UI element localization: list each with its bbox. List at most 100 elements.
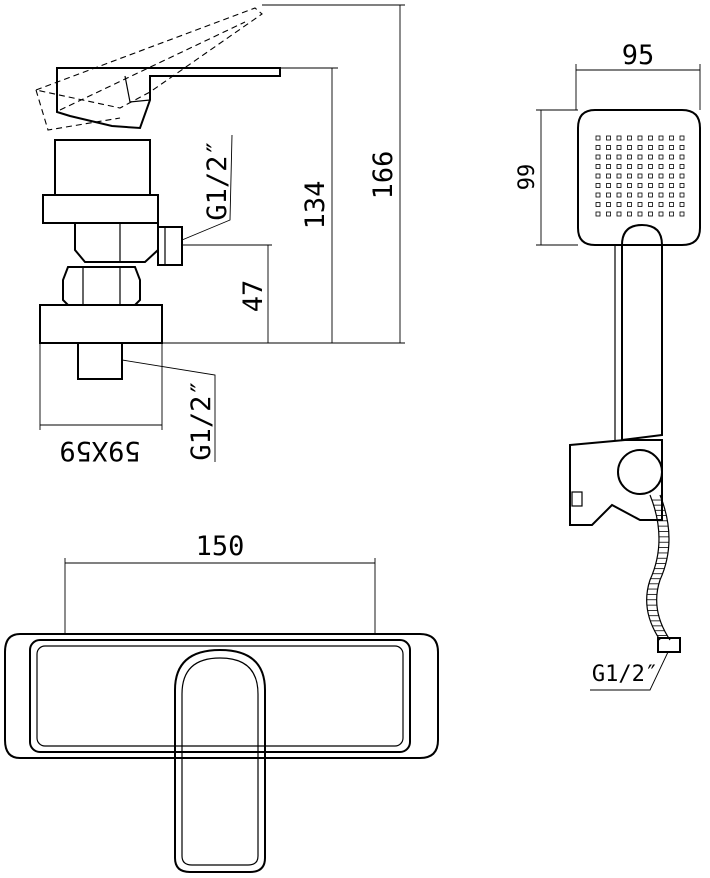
nozzle (595, 164, 601, 169)
nozzle (637, 154, 643, 160)
dim-inlet-height: 47 (238, 280, 269, 313)
nozzle (679, 145, 685, 150)
dim-total-height: 166 (368, 151, 399, 200)
nozzle (648, 145, 653, 150)
nozzle (658, 173, 664, 179)
nozzle (637, 145, 643, 150)
nozzle (616, 164, 622, 169)
dim-spout-height: 134 (300, 181, 331, 230)
front-view: 150 (4, 531, 439, 873)
shower-nozzles (595, 135, 685, 217)
hex-nut (62, 266, 141, 306)
nozzle (658, 202, 664, 207)
mixer-body-front (4, 633, 439, 759)
nozzle (679, 135, 685, 141)
nozzle (637, 164, 643, 169)
shower-handle (614, 223, 663, 442)
nozzle (648, 173, 653, 179)
nozzle (627, 154, 632, 160)
nozzle (637, 183, 643, 188)
dim-escutcheon-size: 59X59 (59, 435, 140, 466)
nozzle (627, 173, 632, 179)
nozzle (606, 164, 611, 169)
nozzle (595, 211, 601, 217)
nozzle (616, 192, 622, 198)
nozzle (648, 183, 653, 188)
nozzle (658, 145, 664, 150)
hose-ribs (646, 499, 669, 636)
dimension-lines (39, 4, 405, 462)
shower-head (577, 109, 701, 246)
nozzle (627, 202, 632, 207)
nozzle (637, 202, 643, 207)
nozzle (669, 183, 674, 188)
dim-head-width: 95 (622, 40, 655, 71)
nozzle (595, 173, 601, 179)
nozzle (595, 135, 601, 141)
nozzle (658, 192, 664, 198)
nozzle (679, 183, 685, 188)
nozzle (669, 145, 674, 150)
nozzle (627, 135, 632, 141)
nozzle (595, 202, 601, 207)
nozzle (658, 154, 664, 160)
nozzle (679, 154, 685, 160)
thread-label-top: G1/2″ (202, 139, 233, 220)
nozzle (606, 183, 611, 188)
nozzle (658, 211, 664, 217)
nozzle (658, 135, 664, 141)
nozzle (637, 135, 643, 141)
nozzle (648, 192, 653, 198)
nozzle (606, 145, 611, 150)
nozzle (616, 154, 622, 160)
nozzle (616, 202, 622, 207)
nozzle (606, 135, 611, 141)
nozzle (669, 202, 674, 207)
nozzle (669, 192, 674, 198)
nozzle (627, 211, 632, 217)
nozzle (595, 154, 601, 160)
nozzle (669, 154, 674, 160)
nozzle (616, 183, 622, 188)
nozzle (648, 211, 653, 217)
nozzle (627, 164, 632, 169)
thread-label-hose: G1/2″ (592, 662, 658, 687)
nozzle (679, 202, 685, 207)
lever-handle (56, 67, 281, 130)
nozzle (637, 211, 643, 217)
nozzle (658, 183, 664, 188)
valve-body (42, 139, 183, 266)
nozzle (606, 202, 611, 207)
nozzle (637, 192, 643, 198)
nozzle (648, 202, 653, 207)
nozzle (595, 183, 601, 188)
hand-shower-view: 95 99 G1/2″ (515, 40, 701, 691)
nozzle (648, 154, 653, 160)
nozzle (616, 135, 622, 141)
nozzle (627, 145, 632, 150)
nozzle (606, 154, 611, 160)
thread-label-outlet: G1/2″ (186, 379, 217, 460)
wall-bracket (569, 439, 663, 526)
nozzle (595, 192, 601, 198)
nozzle (616, 173, 622, 179)
nozzle (616, 145, 622, 150)
nozzle (669, 211, 674, 217)
nozzle (627, 192, 632, 198)
dim-head-height: 99 (515, 164, 540, 191)
nozzle (679, 192, 685, 198)
nozzle (627, 183, 632, 188)
dim-center-distance: 150 (196, 531, 245, 562)
escutcheon-plate (39, 304, 163, 380)
nozzle (648, 164, 653, 169)
side-view: 166 134 47 G1/2″ G1/2″ 59X59 (34, 4, 405, 466)
nozzle (616, 211, 622, 217)
nozzle (606, 173, 611, 179)
nozzle (606, 192, 611, 198)
lever-front (174, 648, 266, 873)
nozzle (669, 164, 674, 169)
shower-hose (646, 494, 681, 653)
nozzle (658, 164, 664, 169)
nozzle (679, 211, 685, 217)
